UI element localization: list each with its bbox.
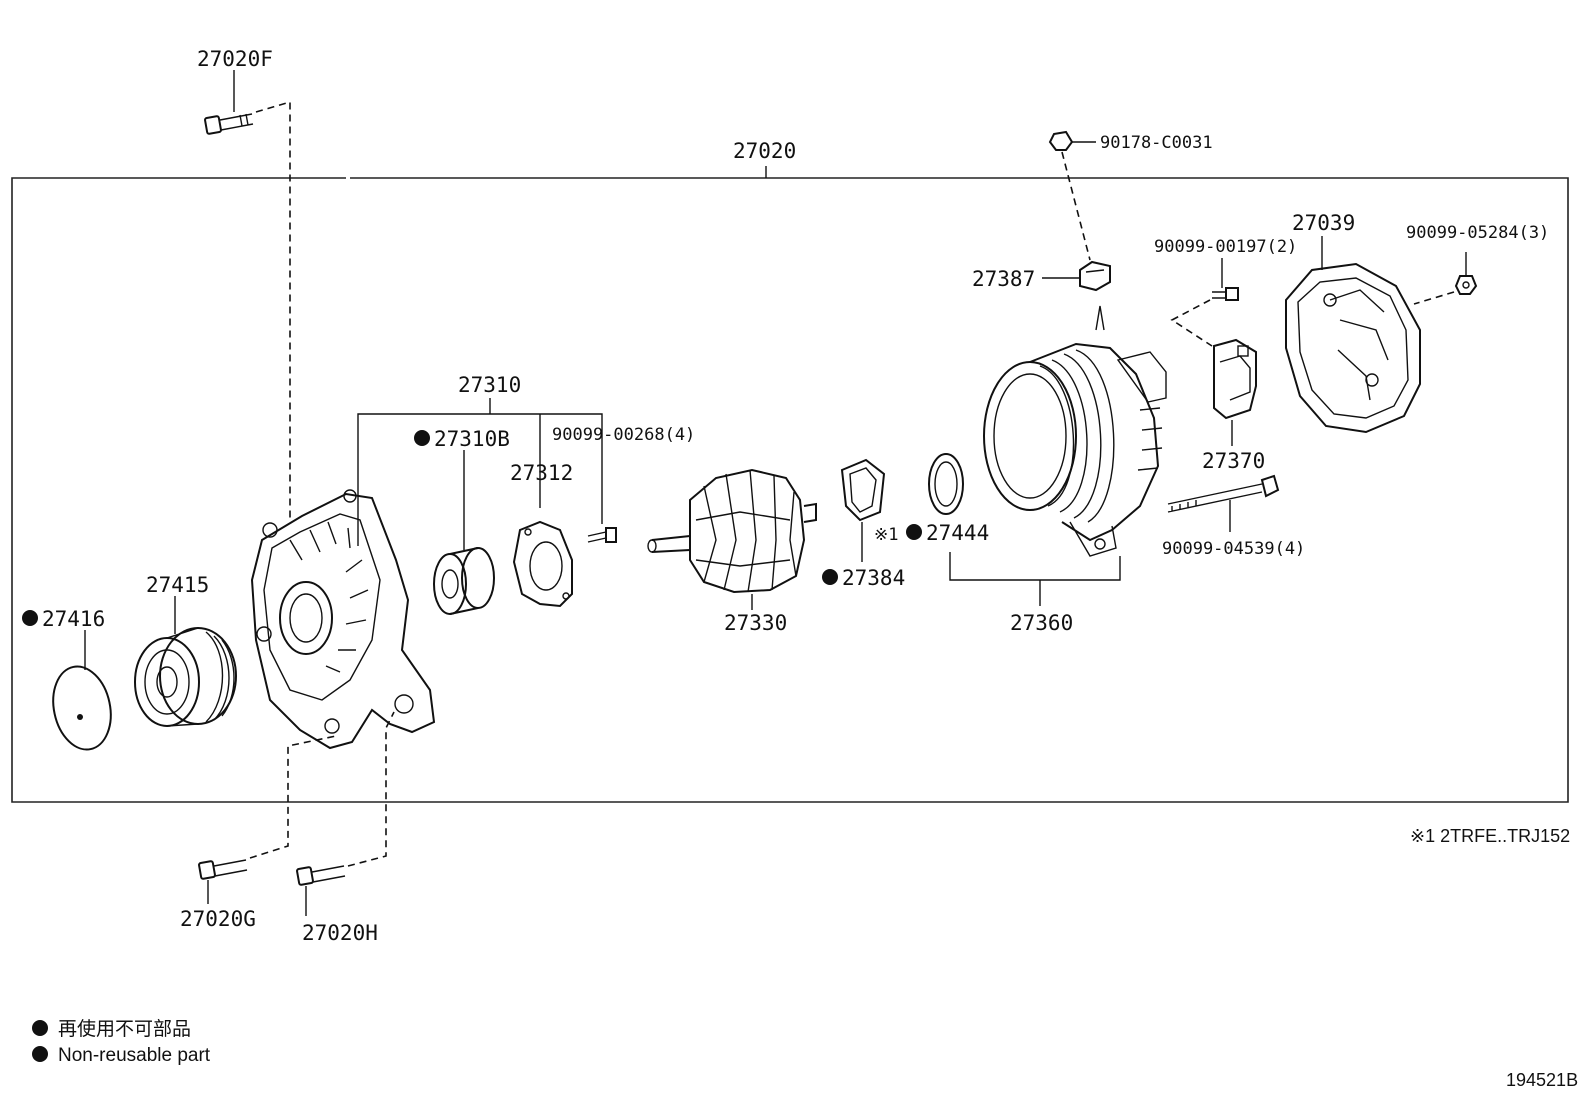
screw-90099-00268 <box>587 527 617 543</box>
legend: 再使用不可部品 Non-reusable part <box>32 1018 211 1066</box>
label-27330: 27330 <box>724 611 787 635</box>
label-90099-04539: 90099-04539(4) <box>1162 539 1305 559</box>
nut-90178-C0031 <box>1048 130 1074 151</box>
note-mark-27444: ※1 <box>874 525 898 545</box>
label-27310: 27310 <box>458 373 521 397</box>
label-27360: 27360 <box>1010 611 1073 635</box>
end-cover-27039 <box>1285 262 1421 434</box>
label-27387: 27387 <box>972 267 1035 291</box>
regulator-27370 <box>1213 338 1257 420</box>
front-housing-27310 <box>250 489 436 750</box>
label-27039: 27039 <box>1292 211 1355 235</box>
bolt-90099-04539 <box>1167 474 1280 513</box>
assembly-label: 27020 <box>733 139 796 163</box>
label-27444: 27444 <box>926 521 989 545</box>
label-27312: 27312 <box>510 461 573 485</box>
label-27370: 27370 <box>1202 449 1265 473</box>
insulator-27384 <box>840 458 886 522</box>
nut-90099-05284 <box>1454 275 1478 295</box>
label-90099-00268: 90099-00268(4) <box>552 425 695 445</box>
washer-27444 <box>928 453 964 515</box>
screw-90099-00197 <box>1212 287 1239 301</box>
assembly-frame <box>11 177 1569 803</box>
figure-id: 194521B <box>1506 1070 1578 1090</box>
label-27020F: 27020F <box>197 47 273 71</box>
label-27416: 27416 <box>42 607 105 631</box>
bearing-27310B <box>433 547 495 615</box>
cap-27416 <box>52 665 112 751</box>
rotor-27330 <box>647 468 817 594</box>
bolt-27020H <box>296 865 346 886</box>
label-27020G: 27020G <box>180 907 256 931</box>
label-27310B: 27310B <box>434 427 510 451</box>
label-90099-05284: 90099-05284(3) <box>1406 223 1549 243</box>
footnote: ※1 2TRFE..TRJ152 <box>1410 826 1570 846</box>
legend-japanese: 再使用不可部品 <box>58 1018 191 1040</box>
label-27415: 27415 <box>146 573 209 597</box>
legend-english: Non-reusable part <box>58 1045 211 1066</box>
label-90099-00197: 90099-00197(2) <box>1154 237 1297 257</box>
bolt-27020G <box>198 859 248 880</box>
stator-27360 <box>983 305 1167 557</box>
label-27384: 27384 <box>842 566 905 590</box>
label-90178-C0031: 90178-C0031 <box>1100 133 1213 153</box>
pulley-27415 <box>134 627 237 727</box>
retainer-plate-27312 <box>512 520 573 608</box>
label-27020H: 27020H <box>302 921 378 945</box>
terminal-insulator-27387 <box>1079 260 1111 292</box>
bolt-27020F <box>204 113 254 135</box>
